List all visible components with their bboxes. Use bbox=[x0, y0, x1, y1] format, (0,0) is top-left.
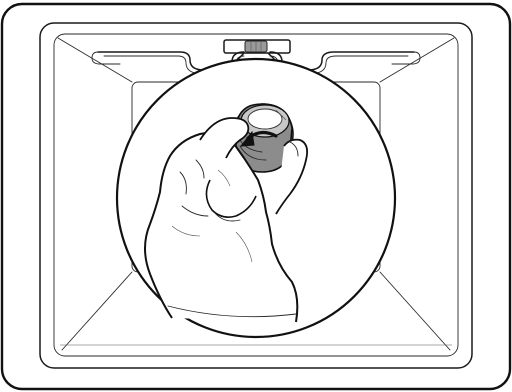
perspective-line-bottom-left bbox=[62, 272, 132, 350]
perspective-line-bottom-right bbox=[380, 272, 450, 350]
perspective-line-top-right bbox=[380, 38, 454, 82]
lamp-housing bbox=[224, 40, 290, 53]
perspective-line-top-left bbox=[58, 38, 132, 82]
